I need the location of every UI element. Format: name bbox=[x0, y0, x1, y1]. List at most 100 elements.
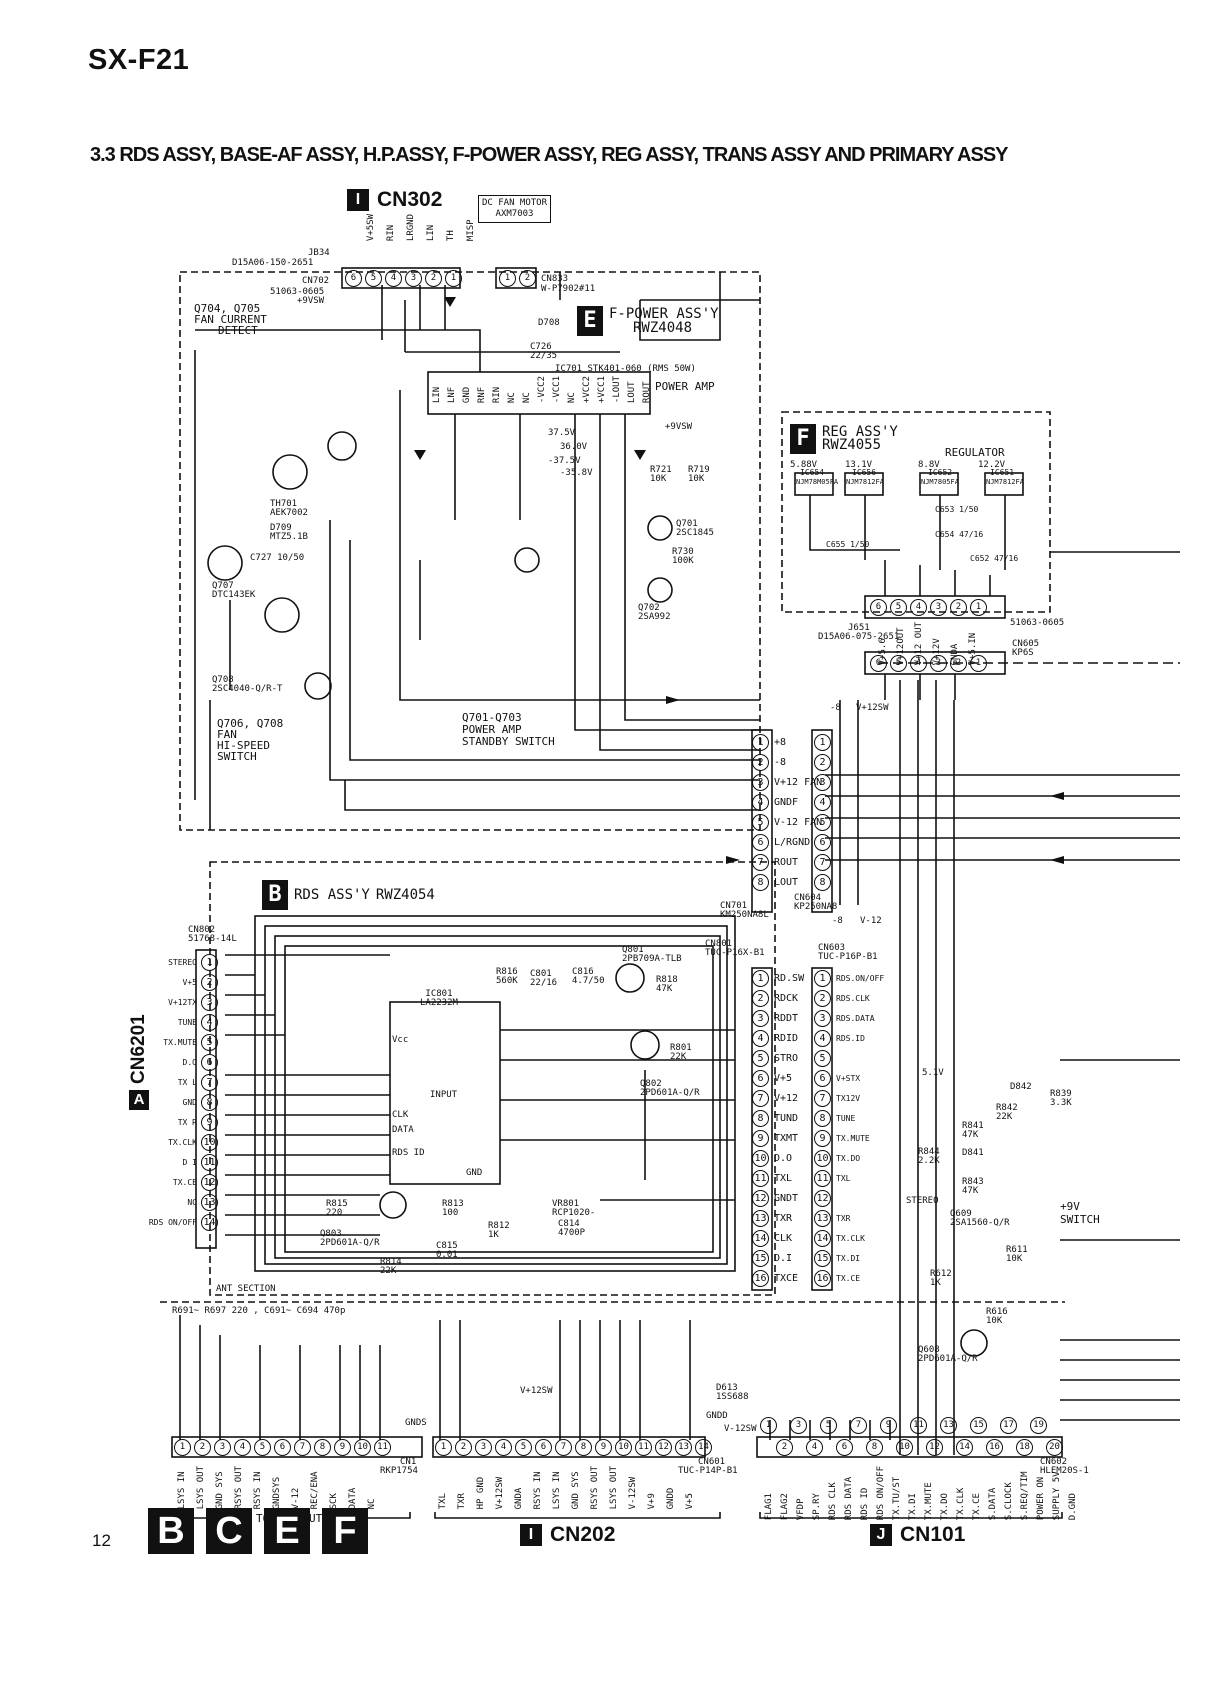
r842-name: R842 bbox=[996, 1103, 1018, 1113]
cn1-pin-label: DATA bbox=[348, 1487, 358, 1510]
cn602-pins-even: 2 4 6 8 10 12 14 16 18 20 bbox=[776, 1439, 1076, 1456]
pin-label: RDCK bbox=[774, 992, 799, 1004]
pin-number: 6 bbox=[870, 599, 887, 616]
cn604-pin-list: 1 2 3 4 5 6 7 8 bbox=[814, 732, 831, 892]
pin-number: 10 bbox=[896, 1439, 913, 1456]
cn602-pins-odd: 1 3 5 7 9 11 13 15 17 19 bbox=[760, 1417, 1060, 1434]
c814-value: 4700P bbox=[558, 1228, 586, 1238]
pin-number: 8 bbox=[575, 1439, 592, 1456]
pin-label: +8 bbox=[774, 736, 787, 748]
cn302-pin-label: LRGND bbox=[406, 214, 416, 242]
ic701-pin-labels: LIN LNF GND RNF RIN NC NC -VCC2 -VCC1 NC… bbox=[432, 376, 652, 403]
c727-label: C727 10/50 bbox=[250, 553, 304, 563]
reg-pin-label: V+12V bbox=[932, 638, 942, 666]
ant-section-label: ANT SECTION bbox=[216, 1284, 276, 1294]
d613-part: 1SS688 bbox=[716, 1392, 749, 1402]
pin-number: 1 bbox=[970, 599, 987, 616]
pin-label: TX R bbox=[177, 1117, 197, 1127]
c654-label: C654 47/16 bbox=[935, 530, 984, 539]
cn702-label: CN702 bbox=[302, 276, 330, 286]
cn101-title: J CN101 bbox=[870, 1523, 965, 1547]
pin-label: RDDT bbox=[774, 1012, 799, 1024]
d709-name: D709 bbox=[270, 523, 292, 533]
rds-badge: B bbox=[262, 880, 288, 910]
cn1-pin-label: GND SYS bbox=[215, 1471, 225, 1510]
q701-desc2: STANDBY SWITCH bbox=[462, 735, 555, 748]
cn101-pin-label: D.GND bbox=[1068, 1493, 1078, 1521]
cn202-pin-label: V-12SW bbox=[628, 1476, 638, 1510]
board-badge-c: C bbox=[206, 1508, 252, 1554]
cn101-pin-label: VFDP bbox=[796, 1498, 806, 1521]
r612-name: R612 bbox=[930, 1269, 952, 1279]
pin-number: 1 bbox=[970, 655, 987, 672]
cn6201-label: CN6201 bbox=[128, 1014, 149, 1084]
ic701-pin: +VCC1 bbox=[597, 376, 607, 404]
ic652-part: NJM7805FA bbox=[921, 478, 959, 486]
cn101-pin-label: S.CLOCK bbox=[1004, 1482, 1014, 1521]
pin-label: RDS.DATA bbox=[836, 1013, 875, 1023]
pin-number: 3 bbox=[930, 655, 947, 672]
cn602-name: CN602 bbox=[1040, 1457, 1068, 1467]
gnds-label: GNDS bbox=[405, 1418, 427, 1428]
cn833-part: W-P7902#11 bbox=[541, 284, 596, 294]
pin-number: 3 bbox=[475, 1439, 492, 1456]
cn302-pin-label: MISP bbox=[466, 219, 476, 242]
q706-desc3: SWITCH bbox=[217, 750, 257, 763]
minus8-bottom: -8 bbox=[832, 916, 843, 926]
switch-label: SWITCH bbox=[1060, 1213, 1100, 1226]
q701-part: 2SC1845 bbox=[676, 528, 714, 538]
cn202-pin-labels: TXL TXR HP GND V+12SW GNDA RSYS IN LSYS … bbox=[438, 1466, 695, 1509]
cn202-pin-label: V+9 bbox=[647, 1493, 657, 1510]
q704-note: Q704, Q705 FAN CURRENT DETECT bbox=[194, 303, 267, 336]
ic701-pin: NC bbox=[567, 392, 577, 404]
ic701-pin: -VCC1 bbox=[552, 376, 562, 404]
reg-title: F REG ASS'Y RWZ4055 bbox=[790, 424, 898, 454]
r818-value: 47K bbox=[656, 984, 673, 994]
th701-name: TH701 bbox=[270, 499, 298, 509]
pin-label: TXR bbox=[836, 1213, 851, 1223]
cn1-pin-label: V-12 bbox=[291, 1487, 301, 1510]
pin-number: 5 bbox=[254, 1439, 271, 1456]
r843-value: 47K bbox=[962, 1186, 979, 1196]
pin-label: V+12TX bbox=[168, 997, 197, 1007]
ic701-pin: LNF bbox=[447, 386, 457, 404]
pin-label: RDS.ON/OFF bbox=[836, 973, 885, 983]
r612-value: 1K bbox=[930, 1278, 941, 1288]
pin-number: 12 bbox=[926, 1439, 943, 1456]
q706-label: Q706, Q708 bbox=[217, 717, 284, 730]
ic701-pin: ROUT bbox=[642, 381, 652, 404]
reg-cn-part: 51063-0605 bbox=[1010, 618, 1065, 628]
cn101-label: CN101 bbox=[900, 1523, 966, 1546]
q802-part: 2PD601A-Q/R bbox=[640, 1088, 700, 1098]
cn101-pin-label: RDS ID bbox=[860, 1487, 870, 1521]
